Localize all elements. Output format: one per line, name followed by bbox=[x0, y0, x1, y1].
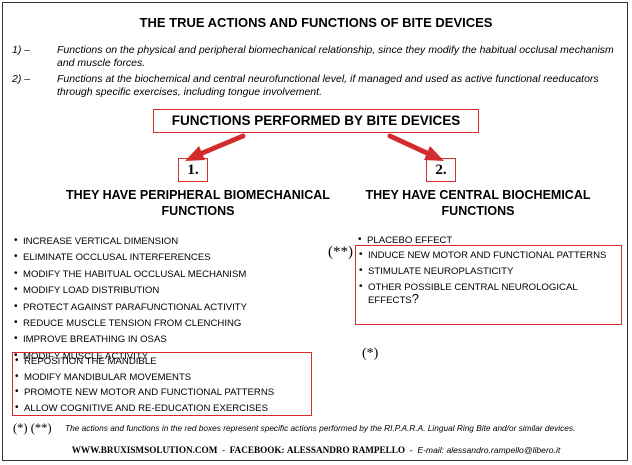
arrow-left-shaft bbox=[197, 133, 246, 157]
page-title: THE TRUE ACTIONS AND FUNCTIONS OF BITE D… bbox=[139, 15, 493, 30]
heading-line: FUNCTIONS bbox=[161, 204, 235, 218]
intro-number: 2) – bbox=[12, 73, 31, 85]
intro-point-2: 2) – Functions at the biochemical and ce… bbox=[12, 73, 622, 101]
intro-number: 1) – bbox=[12, 44, 31, 56]
list-item-text: OTHER POSSIBLE CENTRAL NEUROLOGICAL EFFE… bbox=[368, 282, 578, 306]
peripheral-function-list: INCREASE VERTICAL DIMENSION ELIMINATE OC… bbox=[14, 233, 247, 365]
list-item: MODIFY LOAD DISTRIBUTION bbox=[14, 282, 247, 299]
list-item: OTHER POSSIBLE CENTRAL NEUROLOGICAL EFFE… bbox=[359, 281, 608, 306]
footnote-markers: (*) (**) bbox=[13, 421, 52, 435]
arrow-right-head bbox=[424, 146, 444, 161]
arrow-right-shaft bbox=[387, 133, 432, 157]
central-specific-actions-box: INDUCE NEW MOTOR AND FUNCTIONAL PATTERNS… bbox=[355, 245, 622, 325]
list-item: STIMULATE NEUROPLASTICITY bbox=[359, 263, 621, 280]
facebook-name[interactable]: ALESSANDRO RAMPELLO bbox=[286, 445, 406, 455]
heading-line: THEY HAVE CENTRAL BIOCHEMICAL bbox=[365, 188, 591, 202]
list-item: IMPROVE BREATHING IN OSAS bbox=[14, 331, 247, 348]
list-item: MODIFY MANDIBULAR MOVEMENTS bbox=[15, 369, 311, 386]
list-item: ELIMINATE OCCLUSAL INTERFERENCES bbox=[14, 249, 247, 266]
boxed-list: INDUCE NEW MOTOR AND FUNCTIONAL PATTERNS… bbox=[359, 247, 621, 306]
intro-text: Functions on the physical and peripheral… bbox=[57, 44, 614, 69]
central-function-list: PLACEBO EFFECT bbox=[358, 232, 452, 249]
central-topic-box: FUNCTIONS PERFORMED BY BITE DEVICES bbox=[153, 109, 479, 133]
infographic-frame: THE TRUE ACTIONS AND FUNCTIONS OF BITE D… bbox=[2, 2, 628, 461]
heading-line: FUNCTIONS bbox=[441, 204, 515, 218]
branch-arrows bbox=[185, 133, 444, 161]
intro-point-1: 1) – Functions on the physical and perip… bbox=[12, 44, 622, 72]
branch-number-2: 2. bbox=[426, 158, 456, 182]
list-item: REDUCE MUSCLE TENSION FROM CLENCHING bbox=[14, 315, 247, 332]
peripheral-specific-actions-box: REPOSITION THE MANDIBLE MODIFY MANDIBULA… bbox=[12, 352, 312, 416]
question-mark: ? bbox=[411, 291, 419, 306]
list-item: PROMOTE NEW MOTOR AND FUNCTIONAL PATTERN… bbox=[15, 384, 311, 401]
arrow-left-head bbox=[185, 146, 205, 161]
separator: - bbox=[409, 445, 413, 455]
list-item: PROTECT AGAINST PARAFUNCTIONAL ACTIVITY bbox=[14, 299, 247, 316]
footnote-text: The actions and functions in the red box… bbox=[65, 423, 576, 433]
list-item: PLACEBO EFFECT bbox=[358, 232, 452, 249]
boxed-list: REPOSITION THE MANDIBLE MODIFY MANDIBULA… bbox=[15, 353, 311, 417]
double-asterisk-marker: (**) bbox=[328, 244, 353, 260]
website-link[interactable]: WWW.BRUXISMSOLUTION.COM bbox=[71, 445, 218, 455]
contact-footer: WWW.BRUXISMSOLUTION.COM - FACEBOOK: ALES… bbox=[3, 445, 629, 455]
branch-number-1: 1. bbox=[178, 158, 208, 182]
separator: - bbox=[221, 445, 226, 455]
list-item: ALLOW COGNITIVE AND RE-EDUCATION EXERCIS… bbox=[15, 400, 311, 417]
intro-text: Functions at the biochemical and central… bbox=[57, 73, 599, 98]
facebook-label: FACEBOOK: bbox=[229, 445, 285, 455]
single-asterisk-marker: (*) bbox=[362, 346, 379, 361]
list-item: MODIFY THE HABITUAL OCCLUSAL MECHANISM bbox=[14, 266, 247, 283]
list-item: INDUCE NEW MOTOR AND FUNCTIONAL PATTERNS bbox=[359, 247, 621, 264]
list-item: INCREASE VERTICAL DIMENSION bbox=[14, 233, 247, 250]
central-heading: THEY HAVE CENTRAL BIOCHEMICAL FUNCTIONS bbox=[328, 187, 628, 219]
list-item: REPOSITION THE MANDIBLE bbox=[15, 353, 311, 370]
heading-line: THEY HAVE PERIPHERAL BIOMECHANICAL bbox=[66, 188, 330, 202]
peripheral-heading: THEY HAVE PERIPHERAL BIOMECHANICAL FUNCT… bbox=[18, 187, 378, 219]
email-link[interactable]: E-mail: alessandro.rampello@libero.it bbox=[417, 445, 561, 455]
